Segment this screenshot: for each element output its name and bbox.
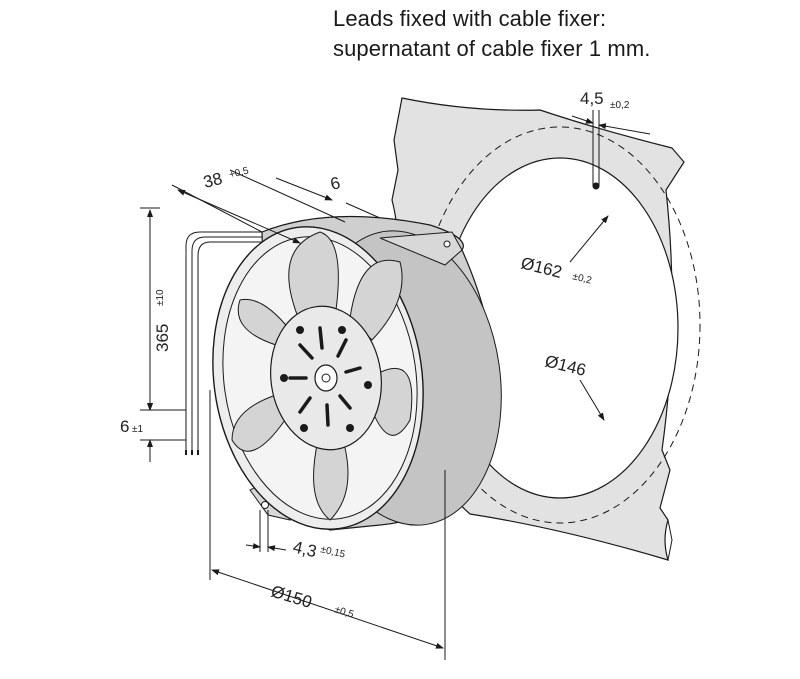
lead-strip-tolerance: ±1 [132,424,143,435]
note-line-2: supernatant of cable fixer 1 mm. [333,36,651,61]
panel-hole-tolerance: ±0,2 [610,100,630,111]
note-line-1: Leads fixed with cable fixer: [333,6,607,31]
lead-length-value: 365 [153,324,172,352]
cable-fixer-note: Leads fixed with cable fixer: supernatan… [333,4,650,64]
hole-circle-tolerance: ±0,2 [571,271,593,286]
fan-dia-tolerance: ±0,5 [333,604,355,620]
lead-strip-value: 6 [120,417,129,436]
fan-dia-value: Ø150 [269,582,314,612]
flange-value: 6 [328,173,342,194]
panel-hole-value: 4,5 [580,89,604,108]
lead-length-tolerance: ±10 [155,289,166,306]
hole-dia-tolerance: ±0,15 [319,544,346,560]
fan [212,215,502,531]
depth-tolerance: +0,5 [228,165,250,181]
depth-value: 38 [201,169,224,192]
panel-hole [592,182,600,190]
hole-dia-value: 4,3 [291,537,318,561]
